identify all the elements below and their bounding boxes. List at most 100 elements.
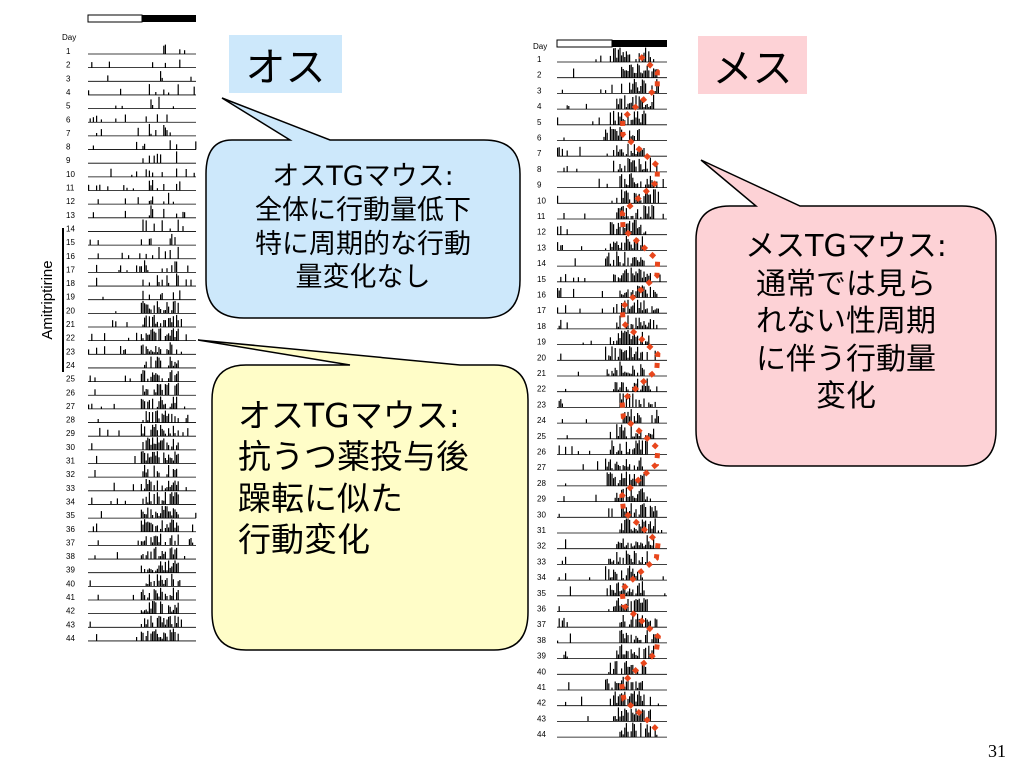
activity-bar (605, 248, 607, 251)
activity-bar (166, 474, 168, 478)
activity-row (140, 560, 179, 573)
activity-bar (148, 294, 150, 300)
activity-bar (649, 389, 651, 392)
activity-bar (606, 466, 608, 471)
activity-bar (616, 600, 618, 612)
activity-bar (625, 459, 627, 471)
activity-bar (621, 668, 623, 675)
activity-bar (635, 635, 637, 643)
activity-bar (561, 245, 563, 251)
activity-bar (630, 102, 632, 110)
activity-bar (605, 258, 607, 267)
activity-bar (163, 553, 165, 560)
activity-bar (638, 118, 640, 125)
activity-bar (161, 485, 163, 491)
activity-bar (625, 550, 627, 565)
activity-bar (573, 68, 575, 78)
activity-bar (144, 514, 146, 519)
activity-bar (616, 197, 618, 204)
activity-bar (621, 644, 623, 659)
activity-bar (150, 200, 152, 205)
activity-bar (653, 320, 655, 329)
activity-bar (635, 399, 637, 408)
activity-bar (155, 570, 157, 573)
activity-bar (172, 201, 174, 205)
activity-bar (184, 50, 186, 54)
activity-bar (158, 375, 160, 382)
activity-bar (648, 402, 650, 408)
activity-bar (619, 557, 621, 565)
activity-bar (164, 491, 166, 505)
activity-bar (616, 304, 618, 314)
activity-row (91, 328, 187, 341)
activity-bar (643, 321, 645, 329)
activity-bar (169, 486, 171, 491)
activity-bar (641, 114, 643, 125)
activity-bar (609, 472, 611, 486)
activity-bar (635, 509, 637, 518)
activity-bar (638, 358, 640, 361)
activity-bar (662, 213, 664, 219)
activity-bar (558, 325, 560, 329)
activity-bar (144, 540, 146, 546)
activity-bar (629, 82, 631, 94)
activity-bar (611, 84, 613, 94)
activity-bar (625, 208, 627, 219)
activity-bar (617, 389, 619, 392)
activity-bar (645, 618, 647, 628)
day-tick-label: 30 (537, 510, 546, 519)
activity-bar (155, 602, 157, 614)
activity-bar (629, 624, 631, 628)
activity-bar (627, 635, 629, 643)
day-tick-label: 7 (537, 149, 542, 158)
activity-bar (171, 330, 173, 341)
activity-bar (118, 270, 120, 273)
activity-bar (648, 433, 650, 439)
activity-bar (97, 199, 99, 205)
activity-row (558, 393, 656, 408)
activity-row (96, 451, 179, 464)
activity-bar (637, 585, 639, 596)
activity-row (574, 251, 645, 267)
activity-bar (622, 538, 624, 549)
activity-bar (152, 437, 154, 450)
activity-bar (638, 286, 640, 298)
activity-bar (627, 185, 629, 188)
activity-bar (625, 350, 627, 361)
activity-bar (184, 212, 186, 218)
activity-bar (640, 322, 642, 329)
activity-bar (616, 552, 618, 565)
activity-bar (163, 404, 165, 409)
activity-bar (174, 560, 176, 573)
activity-bar (648, 51, 650, 62)
activity-bar (176, 384, 178, 396)
activity-bar (158, 401, 160, 409)
activity-bar (566, 229, 568, 235)
activity-bar (168, 605, 170, 614)
activity-bar (172, 628, 174, 641)
activity-bar (140, 592, 142, 600)
activity-bar (624, 727, 626, 738)
activity-row (557, 110, 647, 125)
activity-row (619, 518, 663, 533)
activity-bar (136, 265, 138, 273)
activity-bar (605, 129, 607, 141)
activity-bar (145, 440, 147, 450)
activity-bar (616, 322, 618, 329)
activity-bar (155, 629, 157, 641)
day-tick-label: 40 (537, 667, 546, 676)
activity-bar (177, 453, 179, 464)
activity-bar (156, 114, 158, 123)
activity-bar (619, 542, 621, 549)
activity-bar (557, 117, 559, 125)
activity-bar (609, 243, 611, 251)
activity-bar (100, 406, 102, 409)
activity-bar (630, 558, 632, 565)
activity-bar (97, 540, 99, 546)
activity-bar (145, 636, 147, 641)
activity-bar (622, 332, 624, 345)
activity-bar (579, 308, 581, 314)
day-tick-label: 7 (66, 129, 71, 138)
activity-bar (611, 508, 613, 518)
